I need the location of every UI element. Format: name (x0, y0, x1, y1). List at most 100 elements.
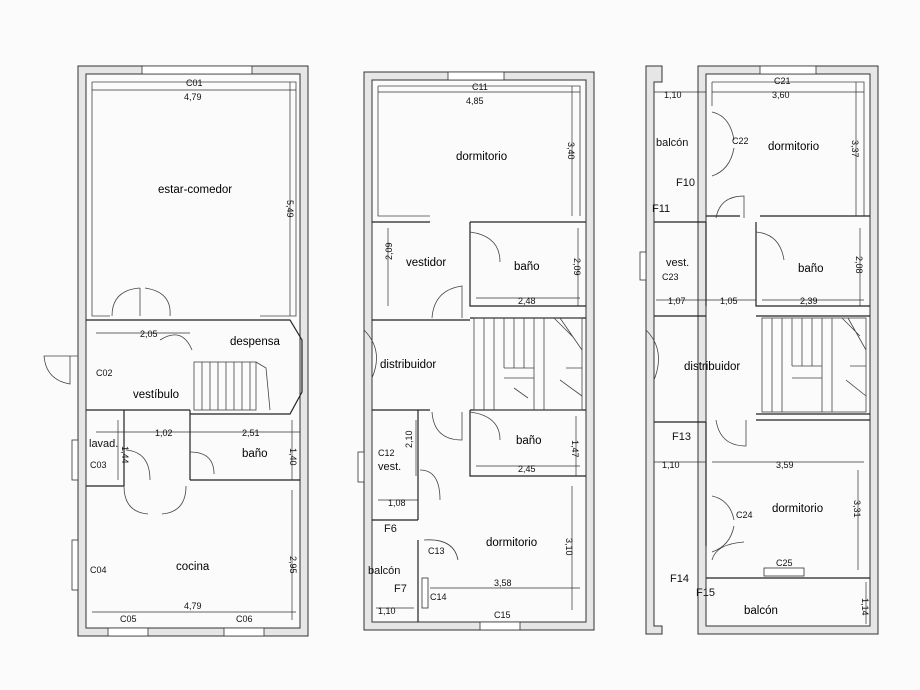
window-distribuidor (363, 329, 377, 379)
room-cocina: cocina (176, 561, 210, 573)
room-balcon-second-2: balcón (744, 605, 778, 617)
room-vest-second: vest. (666, 257, 689, 269)
window-c23 (639, 251, 647, 281)
dim-vest-second-width: 1,07 (668, 296, 686, 306)
dim-dorm-second-height: 3,37 (850, 140, 860, 158)
door-distribuidor-bottom (431, 411, 463, 441)
dim-vestidor-height: 2,09 (384, 242, 394, 260)
room-bano-first-2: baño (516, 435, 542, 447)
dim-vest-width-first: 1,08 (388, 498, 406, 508)
door-bano2 (469, 411, 501, 441)
code-c06: C06 (236, 614, 253, 624)
window-c04 (71, 539, 79, 591)
window-distribuidor-second (645, 329, 659, 381)
dim-bano2-width: 2,45 (518, 464, 536, 474)
code-c05: C05 (120, 614, 137, 624)
room-vest-first: vest. (378, 461, 401, 473)
room-balcon-second-1: balcón (656, 137, 688, 149)
code-f15: F15 (696, 587, 715, 599)
window-c15 (479, 621, 521, 631)
code-c25: C25 (776, 558, 793, 568)
despensa-wall (190, 319, 303, 415)
dorm1-outline (377, 85, 581, 217)
dim-first-top: 4,85 (466, 96, 484, 106)
dim-vest-width: 2,05 (140, 329, 158, 339)
code-c23: C23 (662, 272, 679, 282)
code-f11: F11 (652, 203, 670, 215)
dim-top-width: 4,79 (184, 92, 202, 102)
door-lavad (125, 449, 151, 481)
code-c11: C11 (472, 82, 488, 92)
dim-dorm2-height: 3,10 (564, 538, 574, 556)
dim-dorm1-height: 3,40 (566, 142, 576, 160)
code-c22: C22 (732, 136, 749, 146)
dim-lav-height: 1,44 (120, 446, 130, 464)
second-floor-plan: 1,10 C21 3,60 balcón C22 dormitorio 3,37… (639, 65, 879, 635)
second-wall-3 (654, 419, 870, 423)
room-bano-first-1: baño (514, 261, 540, 273)
code-f6: F6 (384, 523, 397, 535)
room-distribuidor-first: distribuidor (380, 359, 436, 371)
door-c13 (423, 539, 459, 561)
room-dormitorio-first-1: dormitorio (456, 151, 507, 163)
code-c04: C04 (90, 565, 107, 575)
door-c22 (711, 111, 735, 177)
dim-cocina-height: 2,95 (288, 556, 298, 574)
second-stairs (761, 317, 867, 413)
window-c25 (763, 567, 805, 577)
code-c14: C14 (430, 592, 447, 602)
room-bano-second: baño (798, 263, 824, 275)
door-bano-second (755, 231, 785, 261)
dim-bano-second-width: 2,39 (800, 296, 818, 306)
door-arc-estar-right (144, 287, 171, 317)
bano-second-wall (755, 222, 870, 307)
dim-bano-second-height: 2,08 (854, 256, 864, 274)
second-dim-lines (654, 82, 867, 624)
code-c03: C03 (90, 460, 107, 470)
door-arc-estar-left (111, 287, 141, 317)
code-f7: F7 (394, 583, 407, 595)
door-c24 (711, 495, 735, 553)
bano2-wall (469, 410, 586, 477)
dim-balcon2-height: 1,14 (860, 598, 870, 616)
dim-lav-width: 1,02 (155, 428, 173, 438)
door-despensa (159, 334, 193, 351)
door-distribuidor-second (715, 419, 747, 447)
dim-balcon-width-first: 1,10 (378, 606, 396, 616)
room-vestidor: vestidor (406, 257, 446, 269)
ground-outer-wall (77, 65, 309, 637)
room-distribuidor-second: distribuidor (684, 361, 740, 373)
dim-hall-second-width: 1,05 (720, 296, 738, 306)
code-f14: F14 (670, 573, 689, 585)
room-dormitorio-first-2: dormitorio (486, 537, 537, 549)
code-c01: C01 (186, 78, 203, 88)
first-stairs (473, 317, 583, 411)
code-c15: C15 (494, 610, 511, 620)
second-left-column (645, 65, 663, 635)
dorm1-second-outline (711, 81, 865, 216)
dim-bano-height: 1,40 (288, 448, 298, 466)
dim-balcon1-width: 1,10 (664, 90, 682, 100)
code-c12: C12 (378, 448, 395, 458)
dim-estar-height: 5,49 (285, 200, 295, 218)
dim-bano1-height: 2,09 (572, 258, 582, 276)
ground-floor-plan: estar-comedor despensa vestíbulo lavad. … (43, 65, 309, 637)
room-lavad: lavad. (89, 438, 118, 450)
window-c11 (447, 71, 505, 81)
window-c01 (141, 65, 253, 75)
room-dormitorio-second-2: dormitorio (772, 503, 823, 515)
door-dorm1-second (715, 195, 745, 219)
estar-outline (92, 81, 297, 317)
first-dim-lines (376, 86, 580, 610)
door-bano1 (469, 231, 501, 263)
dim-bano1-width: 2,48 (518, 296, 536, 306)
dim-bano2-height: 1,47 (570, 440, 580, 458)
dorm2-second-walls (705, 422, 870, 579)
first-floor-plan: C11 4,85 dormitorio 3,40 vestidor 2,09 b… (357, 71, 595, 631)
dim-dorm2-second-width: 3,59 (776, 460, 794, 470)
room-dormitorio-second-1: dormitorio (768, 141, 819, 153)
room-balcon-first: balcón (368, 565, 400, 577)
dim-dorm-second-width: 3,60 (772, 90, 790, 100)
